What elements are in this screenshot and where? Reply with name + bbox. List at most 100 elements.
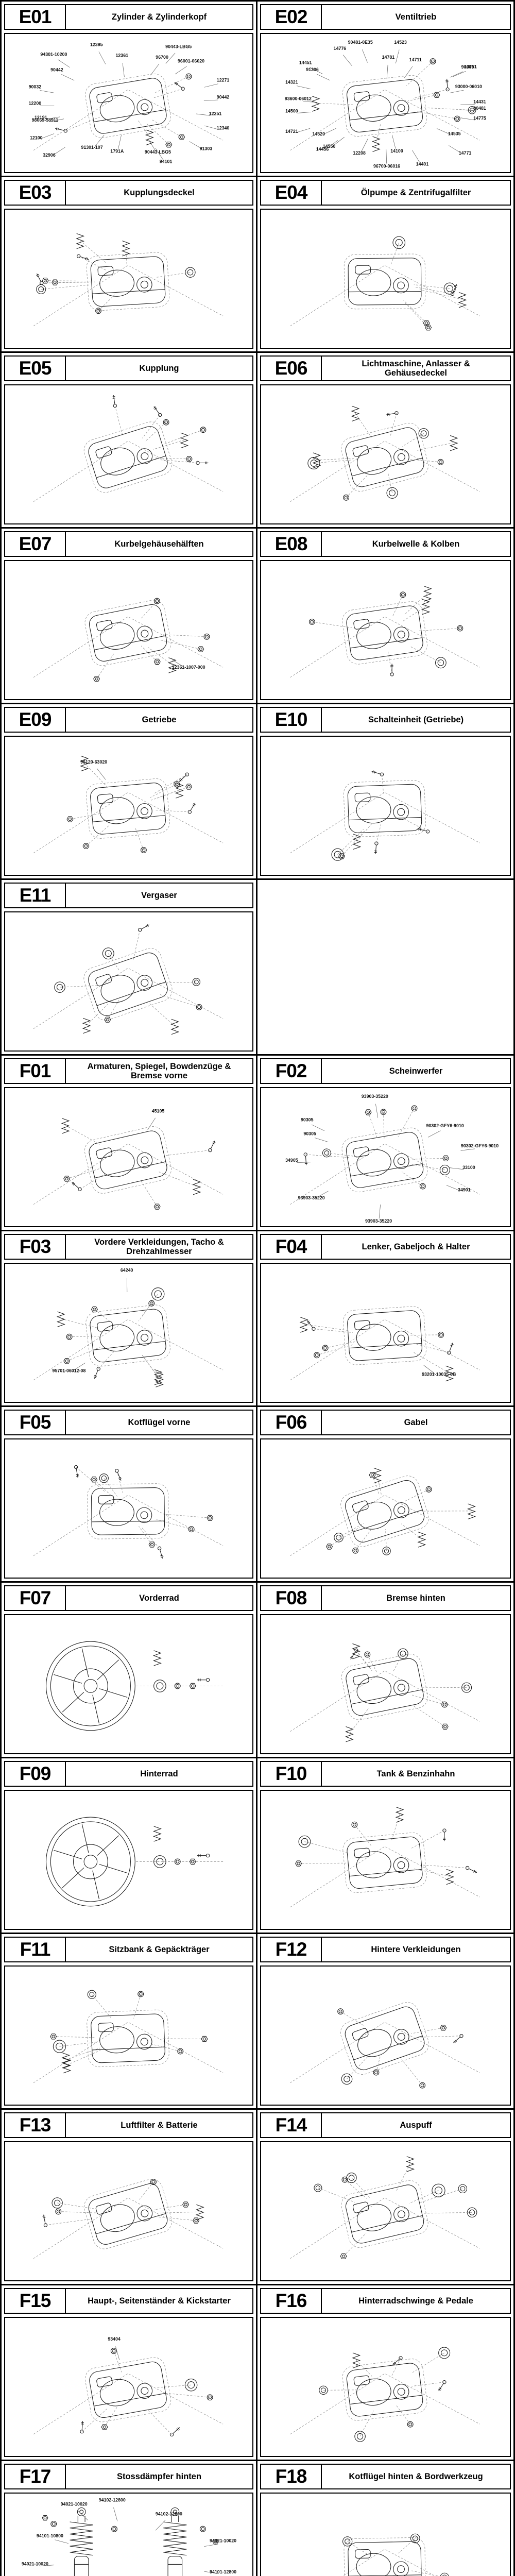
section-title: Scheinwerfer (389, 1066, 443, 1076)
part-number-label: 1791A (110, 149, 124, 154)
section-title: Vordere Verkleidungen, Tacho & Drehzahlm… (94, 1237, 224, 1256)
bolt-part (174, 82, 185, 91)
part-number-label: 14431 (473, 99, 486, 105)
bolt-part (115, 1469, 122, 1481)
parts-diagram-svg: 45105 (33, 1109, 224, 1210)
part-number-label: 90302-GFY6-9010 (426, 1123, 464, 1128)
diagram-area (4, 384, 253, 524)
part-number-label: 93600-06012 (285, 96, 312, 101)
section-code: E09 (5, 708, 66, 732)
part-number-label: 94101 (160, 159, 173, 164)
bolt-part (438, 2380, 447, 2392)
section-title-wrap: Vergaser (66, 884, 252, 907)
parts-diagram-svg (45, 1817, 224, 1907)
parts-diagram-svg (290, 2347, 480, 2442)
bolt-part (179, 772, 189, 782)
section-title-wrap: Auspuff (322, 2113, 510, 2137)
wheel-outline (45, 1641, 135, 1731)
section-code: F12 (261, 1938, 322, 1961)
section-title-wrap: Ölpumpe & Zentrifugalfilter (322, 181, 510, 205)
section-code: F17 (5, 2465, 66, 2488)
section-title: Ölpumpe & Zentrifugalfilter (360, 188, 471, 197)
section-title: Kupplung (139, 363, 179, 373)
diagram-area (260, 2141, 511, 2281)
section-code: F11 (5, 1938, 66, 1961)
bolt-part (390, 664, 394, 676)
diagram-area (260, 209, 511, 349)
section-title-wrap: Kupplungsdeckel (66, 181, 252, 205)
catalog-cell-E04[interactable]: E04 Ölpumpe & Zentrifugalfilter (258, 177, 513, 353)
section-title: Hintere Verkleidungen (371, 1944, 461, 1954)
section-title: Ventiltrieb (395, 12, 437, 22)
part-number-label: 90005 (461, 64, 474, 70)
section-title-wrap: Getriebe (66, 708, 252, 732)
parts-diagram-svg (33, 233, 224, 327)
section-code: E04 (261, 181, 322, 205)
part-number-label: 94021-10020 (22, 2562, 48, 2567)
section-title: Stossdämpfer hinten (116, 2471, 202, 2481)
diagram-area (4, 1790, 253, 1930)
section-title-wrap: Vordere Verkleidungen, Tacho & Drehzahlm… (66, 1235, 252, 1259)
part-number-label: 90032 (29, 84, 42, 90)
part-number-label: 64240 (121, 1268, 133, 1273)
part-number-label: 12191 (35, 115, 47, 120)
main-assembly-outline (342, 75, 427, 137)
section-title: Getriebe (142, 715, 177, 724)
main-assembly-outline (86, 252, 170, 311)
bolt-part (196, 461, 209, 465)
bolt-part (138, 924, 149, 932)
parts-diagram-svg: 9030590302-GFY6-901093903-3522093903-352… (285, 1094, 499, 1224)
section-title-wrap: Kotflügel vorne (66, 1411, 252, 1434)
part-number-label: 96700-06016 (373, 163, 400, 168)
section-code: F15 (5, 2289, 66, 2313)
section-header: E09 Getriebe (4, 707, 253, 733)
main-assembly-outline (341, 2180, 428, 2248)
bolt-part (153, 406, 162, 417)
part-number-label: 12208 (353, 150, 366, 156)
part-number-label: 93903-35220 (298, 1195, 325, 1200)
section-title-wrap: Kurbelgehäusehälften (66, 532, 252, 556)
section-code: F18 (261, 2465, 322, 2488)
part-number-label: 12251 (209, 111, 222, 116)
bolt-part (80, 2421, 84, 2434)
diagram-area: 93201-10035-0B (260, 1263, 511, 1403)
bolt-part (303, 1153, 308, 1165)
main-assembly-outline (87, 1483, 169, 1539)
section-title: Auspuff (400, 2120, 432, 2130)
catalog-cell-F12[interactable]: F12 Hintere Verkleidungen (258, 1934, 513, 2110)
section-title-wrap: Zylinder & Zylinderkopf (66, 5, 252, 29)
